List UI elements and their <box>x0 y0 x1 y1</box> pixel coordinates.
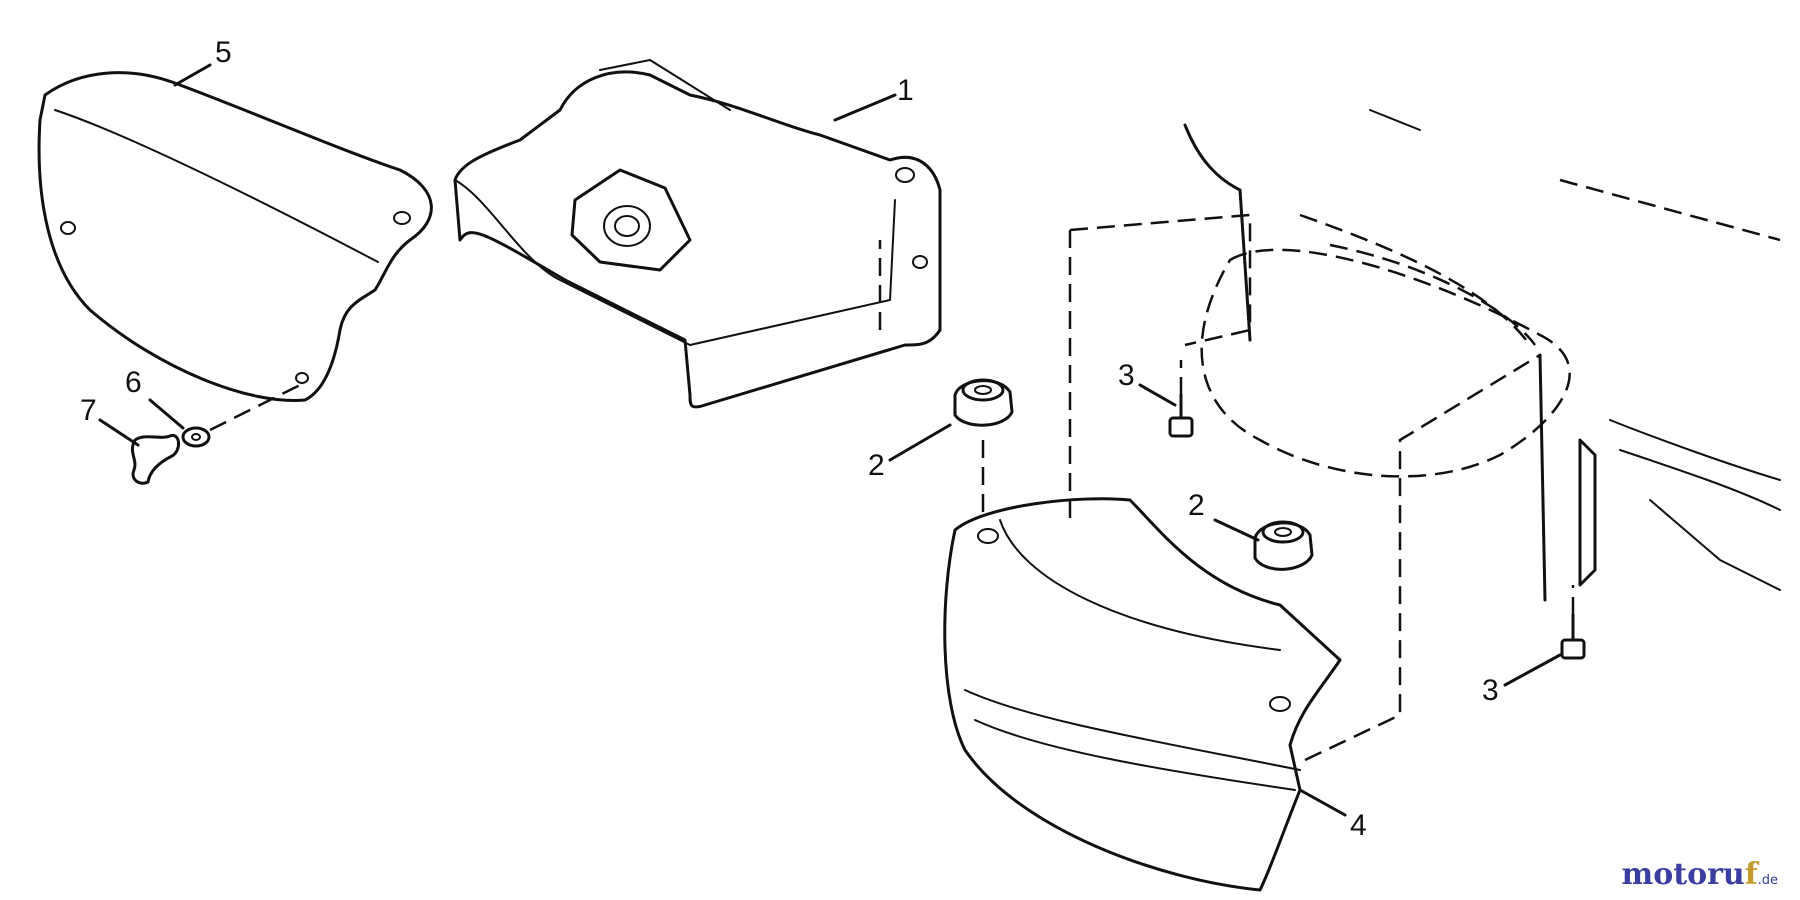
callout-2a: 2 <box>868 449 885 482</box>
logo-tld-text: .de <box>1757 873 1778 888</box>
leader-2b <box>1213 518 1260 542</box>
leader-5 <box>173 63 212 87</box>
part-7-wing-nut <box>130 433 180 485</box>
callout-5: 5 <box>215 36 232 69</box>
part-3-bolt-lower <box>1560 585 1586 660</box>
part-2-knob-right <box>1253 520 1314 571</box>
mounting-frame <box>1183 109 1781 602</box>
callout-3b: 3 <box>1482 674 1499 707</box>
part-4-deflector <box>943 497 1342 892</box>
leader-1 <box>833 93 897 122</box>
part-6-washer <box>181 426 211 448</box>
leader-6 <box>148 398 185 430</box>
leader-4 <box>1298 788 1347 817</box>
leader-3b <box>1503 653 1562 687</box>
part-5-rear-cover <box>37 71 433 402</box>
leader-3a <box>1138 383 1177 407</box>
callout-7: 7 <box>80 394 97 427</box>
leader-2a <box>888 423 952 462</box>
part-2-knob-left <box>953 378 1014 520</box>
logo-accent-text: f <box>1744 857 1758 892</box>
logo-main-text: motoru <box>1621 857 1745 892</box>
part-3-bolt-upper <box>1168 360 1194 438</box>
callout-6: 6 <box>125 366 142 399</box>
motoruf-logo: motoruf.de <box>1621 857 1778 892</box>
callout-1: 1 <box>897 74 914 107</box>
callout-2b: 2 <box>1188 489 1205 522</box>
callout-3a: 3 <box>1118 359 1135 392</box>
callout-4: 4 <box>1350 809 1367 842</box>
part-1-housing <box>453 59 942 409</box>
leader-7 <box>98 418 140 447</box>
